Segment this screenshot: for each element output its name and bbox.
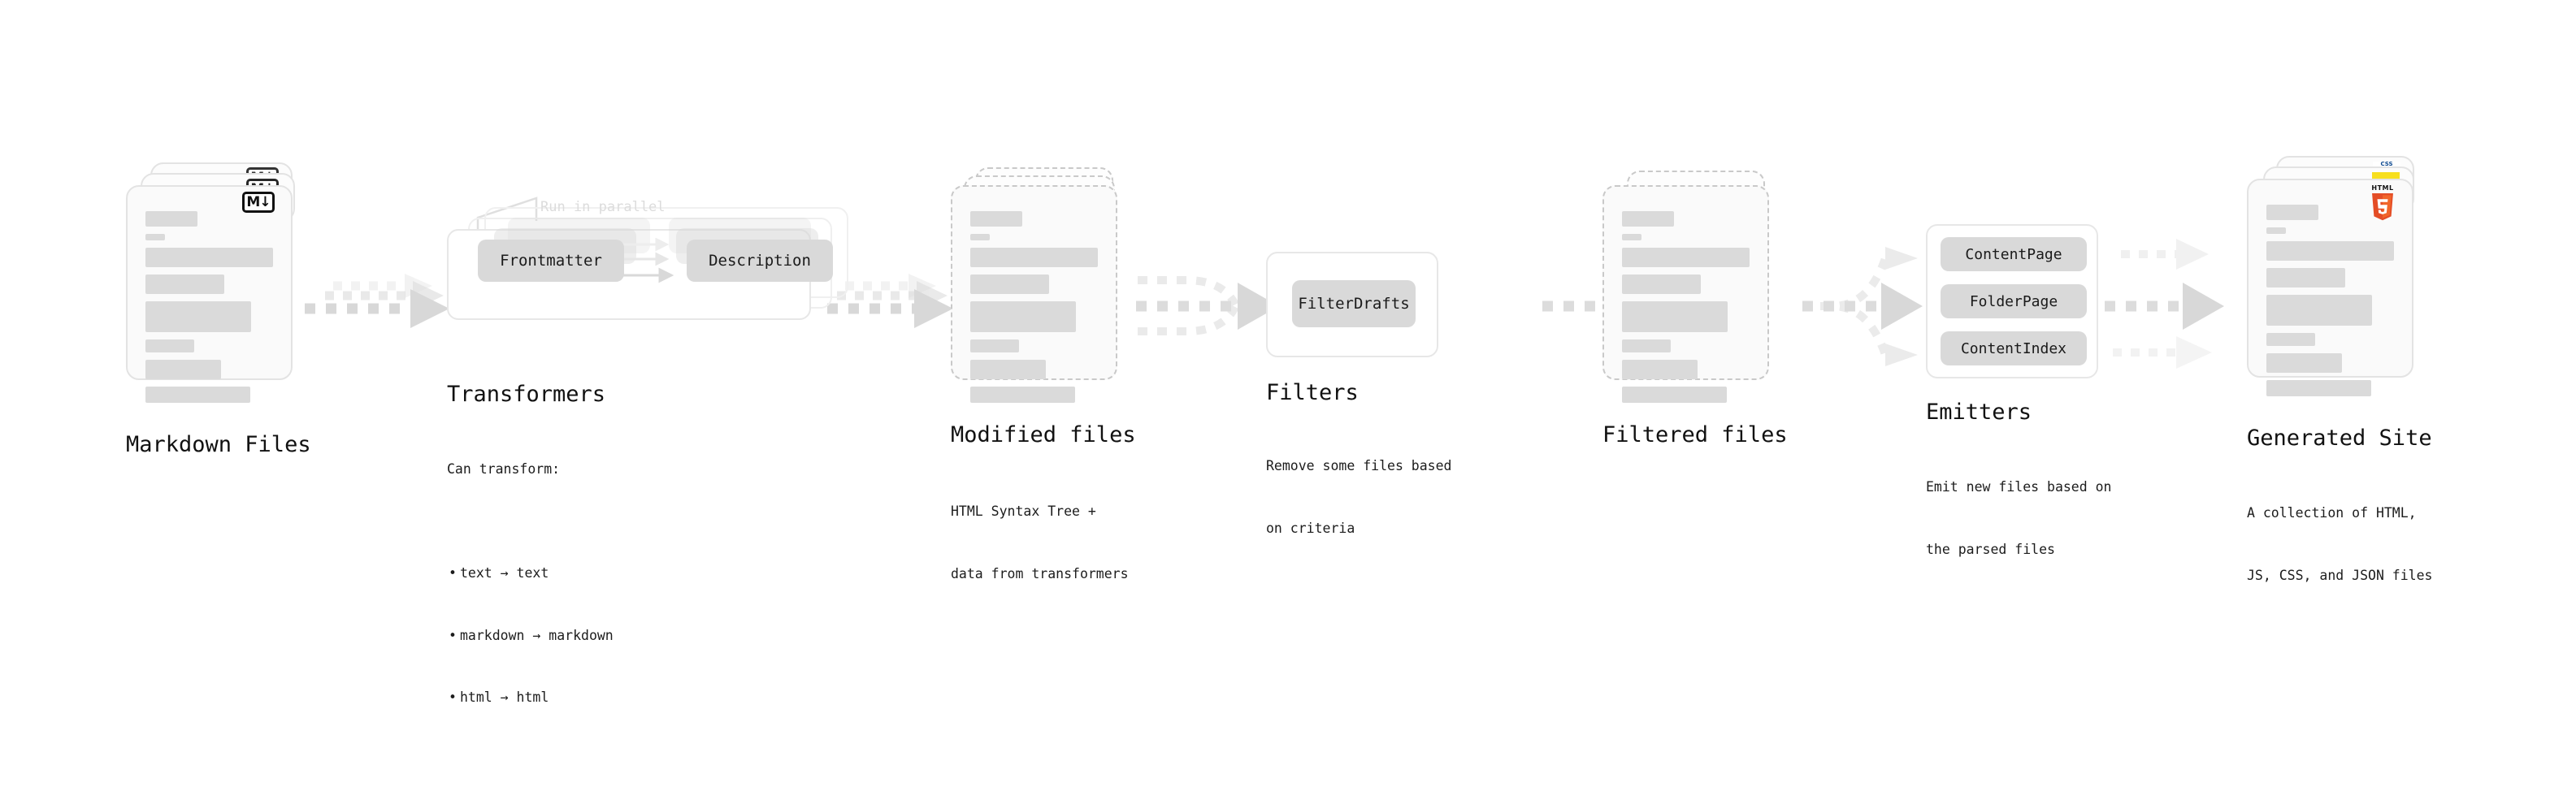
emitter-pill-contentpage[interactable]: ContentPage (1941, 237, 2087, 271)
css-icon-label: CSS (2380, 161, 2393, 167)
generated-site-subtitle: A collection of HTML, JS, CSS, and JSON … (2247, 461, 2432, 628)
pipeline-diagram: M↓ M↓ M↓ Markdown Files (0, 0, 2576, 681)
modified-files-subtitle-line: HTML Syntax Tree + (951, 504, 1096, 520)
filtered-files-title: Filtered files (1602, 422, 1788, 447)
markdown-files-title: Markdown Files (126, 432, 311, 457)
run-in-parallel-label: Run in parallel (540, 199, 666, 215)
markdown-card-front (126, 185, 293, 403)
arrow-emitters-to-site (2105, 239, 2224, 369)
filters-box: FilterDrafts (1266, 252, 1438, 357)
emitters-subtitle: Emit new files based on the parsed files (1926, 435, 2111, 602)
transformer-pill-frontmatter[interactable]: Frontmatter (478, 240, 624, 282)
generated-site-stack: CSS JS HTML (2247, 156, 2442, 416)
filters-subtitle-line: Remove some files based (1266, 458, 1452, 474)
modified-files-subtitle-line: data from transformers (951, 565, 1129, 581)
markdown-placeholder-lines (145, 211, 273, 410)
emitters-title: Emitters (1926, 400, 2032, 425)
filtered-placeholder-lines (1622, 211, 1750, 410)
emitters-subtitle-line: Emit new files based on (1926, 479, 2112, 495)
transformers-capability-item: text → text (449, 563, 614, 584)
markdown-badge-front: M↓ (242, 192, 275, 213)
modified-files-stack (951, 162, 1138, 414)
transformers-capability-item: html → html (449, 687, 614, 708)
transformer-internal-arrows (616, 238, 674, 283)
modified-placeholder-lines (970, 211, 1098, 410)
transformers-subtitle-intro: Can transform: (447, 461, 561, 478)
emitters-box: ContentPage FolderPage ContentIndex (1926, 224, 2098, 378)
html5-icon: HTML (2367, 185, 2398, 221)
filtered-card-front (1602, 185, 1769, 403)
html5-shield-shape (2372, 193, 2393, 221)
filters-subtitle: Remove some files based on criteria (1266, 414, 1451, 581)
transformers-capability-list: text → text markdown → markdown html → h… (447, 521, 614, 750)
markdown-files-stack: M↓ M↓ M↓ (126, 162, 313, 414)
transformer-pill-description[interactable]: Description (687, 240, 833, 282)
filtered-files-stack (1602, 162, 1789, 414)
generated-site-subtitle-line: A collection of HTML, (2247, 505, 2417, 521)
modified-files-title: Modified files (951, 422, 1136, 447)
generated-site-title: Generated Site (2247, 426, 2432, 451)
transformers-capability-item: markdown → markdown (449, 625, 614, 646)
generated-placeholder-lines (2266, 205, 2394, 404)
emitter-pill-contentindex[interactable]: ContentIndex (1941, 331, 2087, 365)
filters-subtitle-line: on criteria (1266, 520, 1355, 536)
transformers-subtitle: Can transform: text → text markdown → ma… (447, 417, 614, 791)
emitters-subtitle-line: the parsed files (1926, 541, 2055, 557)
filter-pill-filterdrafts[interactable]: FilterDrafts (1292, 280, 1416, 327)
html5-icon-label: HTML (2371, 184, 2394, 192)
transformers-group: Frontmatter Description (447, 207, 870, 370)
modified-files-subtitle: HTML Syntax Tree + data from transformer… (951, 460, 1129, 626)
emitter-pill-folderpage[interactable]: FolderPage (1941, 284, 2087, 318)
arrow-markdown-to-transformers (305, 274, 449, 328)
transformers-title: Transformers (447, 382, 606, 407)
arrow-modified-to-filters (1136, 276, 1279, 335)
generated-site-subtitle-line: JS, CSS, and JSON files (2247, 567, 2433, 583)
modified-card-front (951, 185, 1117, 403)
filters-title: Filters (1266, 380, 1359, 405)
arrow-filtered-to-emitters (1802, 247, 1923, 366)
